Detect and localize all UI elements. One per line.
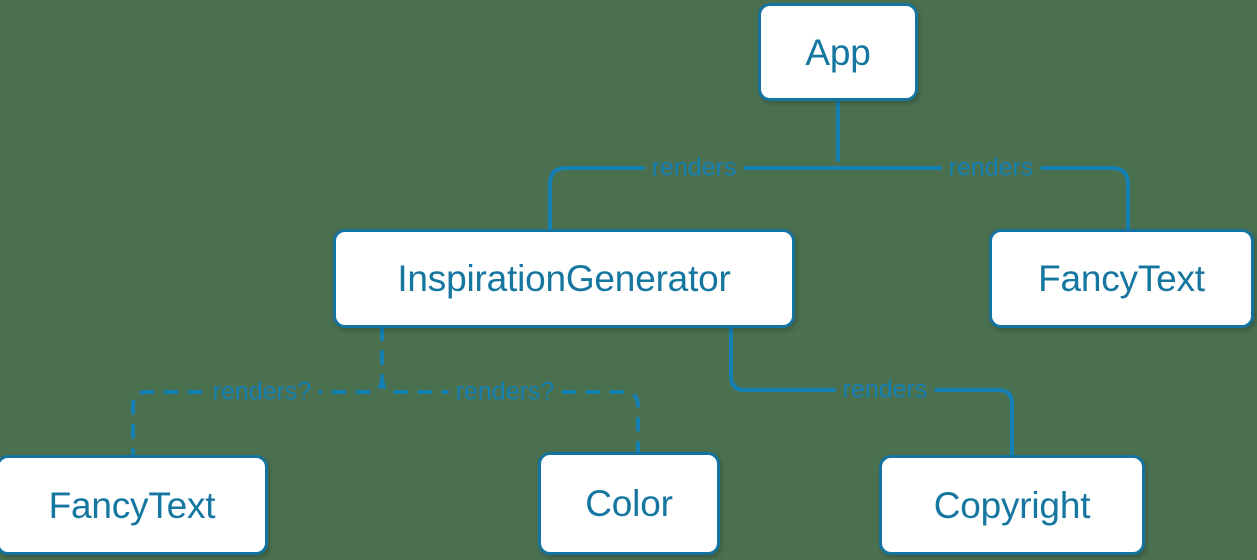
node-fancytext-right-label: FancyText	[1038, 258, 1205, 299]
node-fancytext-right[interactable]: FancyText	[989, 229, 1254, 328]
node-copyright-label: Copyright	[933, 484, 1091, 526]
edge-label-inspiration-generator-to-copyright: renders	[835, 377, 935, 403]
node-inspiration-generator-label: InspirationGenerator	[397, 258, 731, 299]
node-fancytext-bottom[interactable]: FancyText	[0, 455, 268, 555]
edge-label-app-to-inspiration-generator: renders	[644, 155, 744, 181]
node-color-label: Color	[585, 483, 673, 524]
node-color[interactable]: Color	[538, 452, 720, 555]
node-copyright[interactable]: Copyright	[879, 455, 1145, 555]
node-app-label: App	[805, 31, 871, 73]
edge-label-inspiration-generator-to-fancytext-bottom: renders?	[205, 379, 319, 405]
node-inspiration-generator[interactable]: InspirationGenerator	[333, 229, 795, 328]
node-app[interactable]: App	[758, 3, 918, 101]
edge-label-inspiration-generator-to-color: renders?	[448, 379, 562, 405]
node-fancytext-bottom-label: FancyText	[48, 484, 216, 526]
edge-label-app-to-fancytext-right: renders	[941, 155, 1041, 181]
